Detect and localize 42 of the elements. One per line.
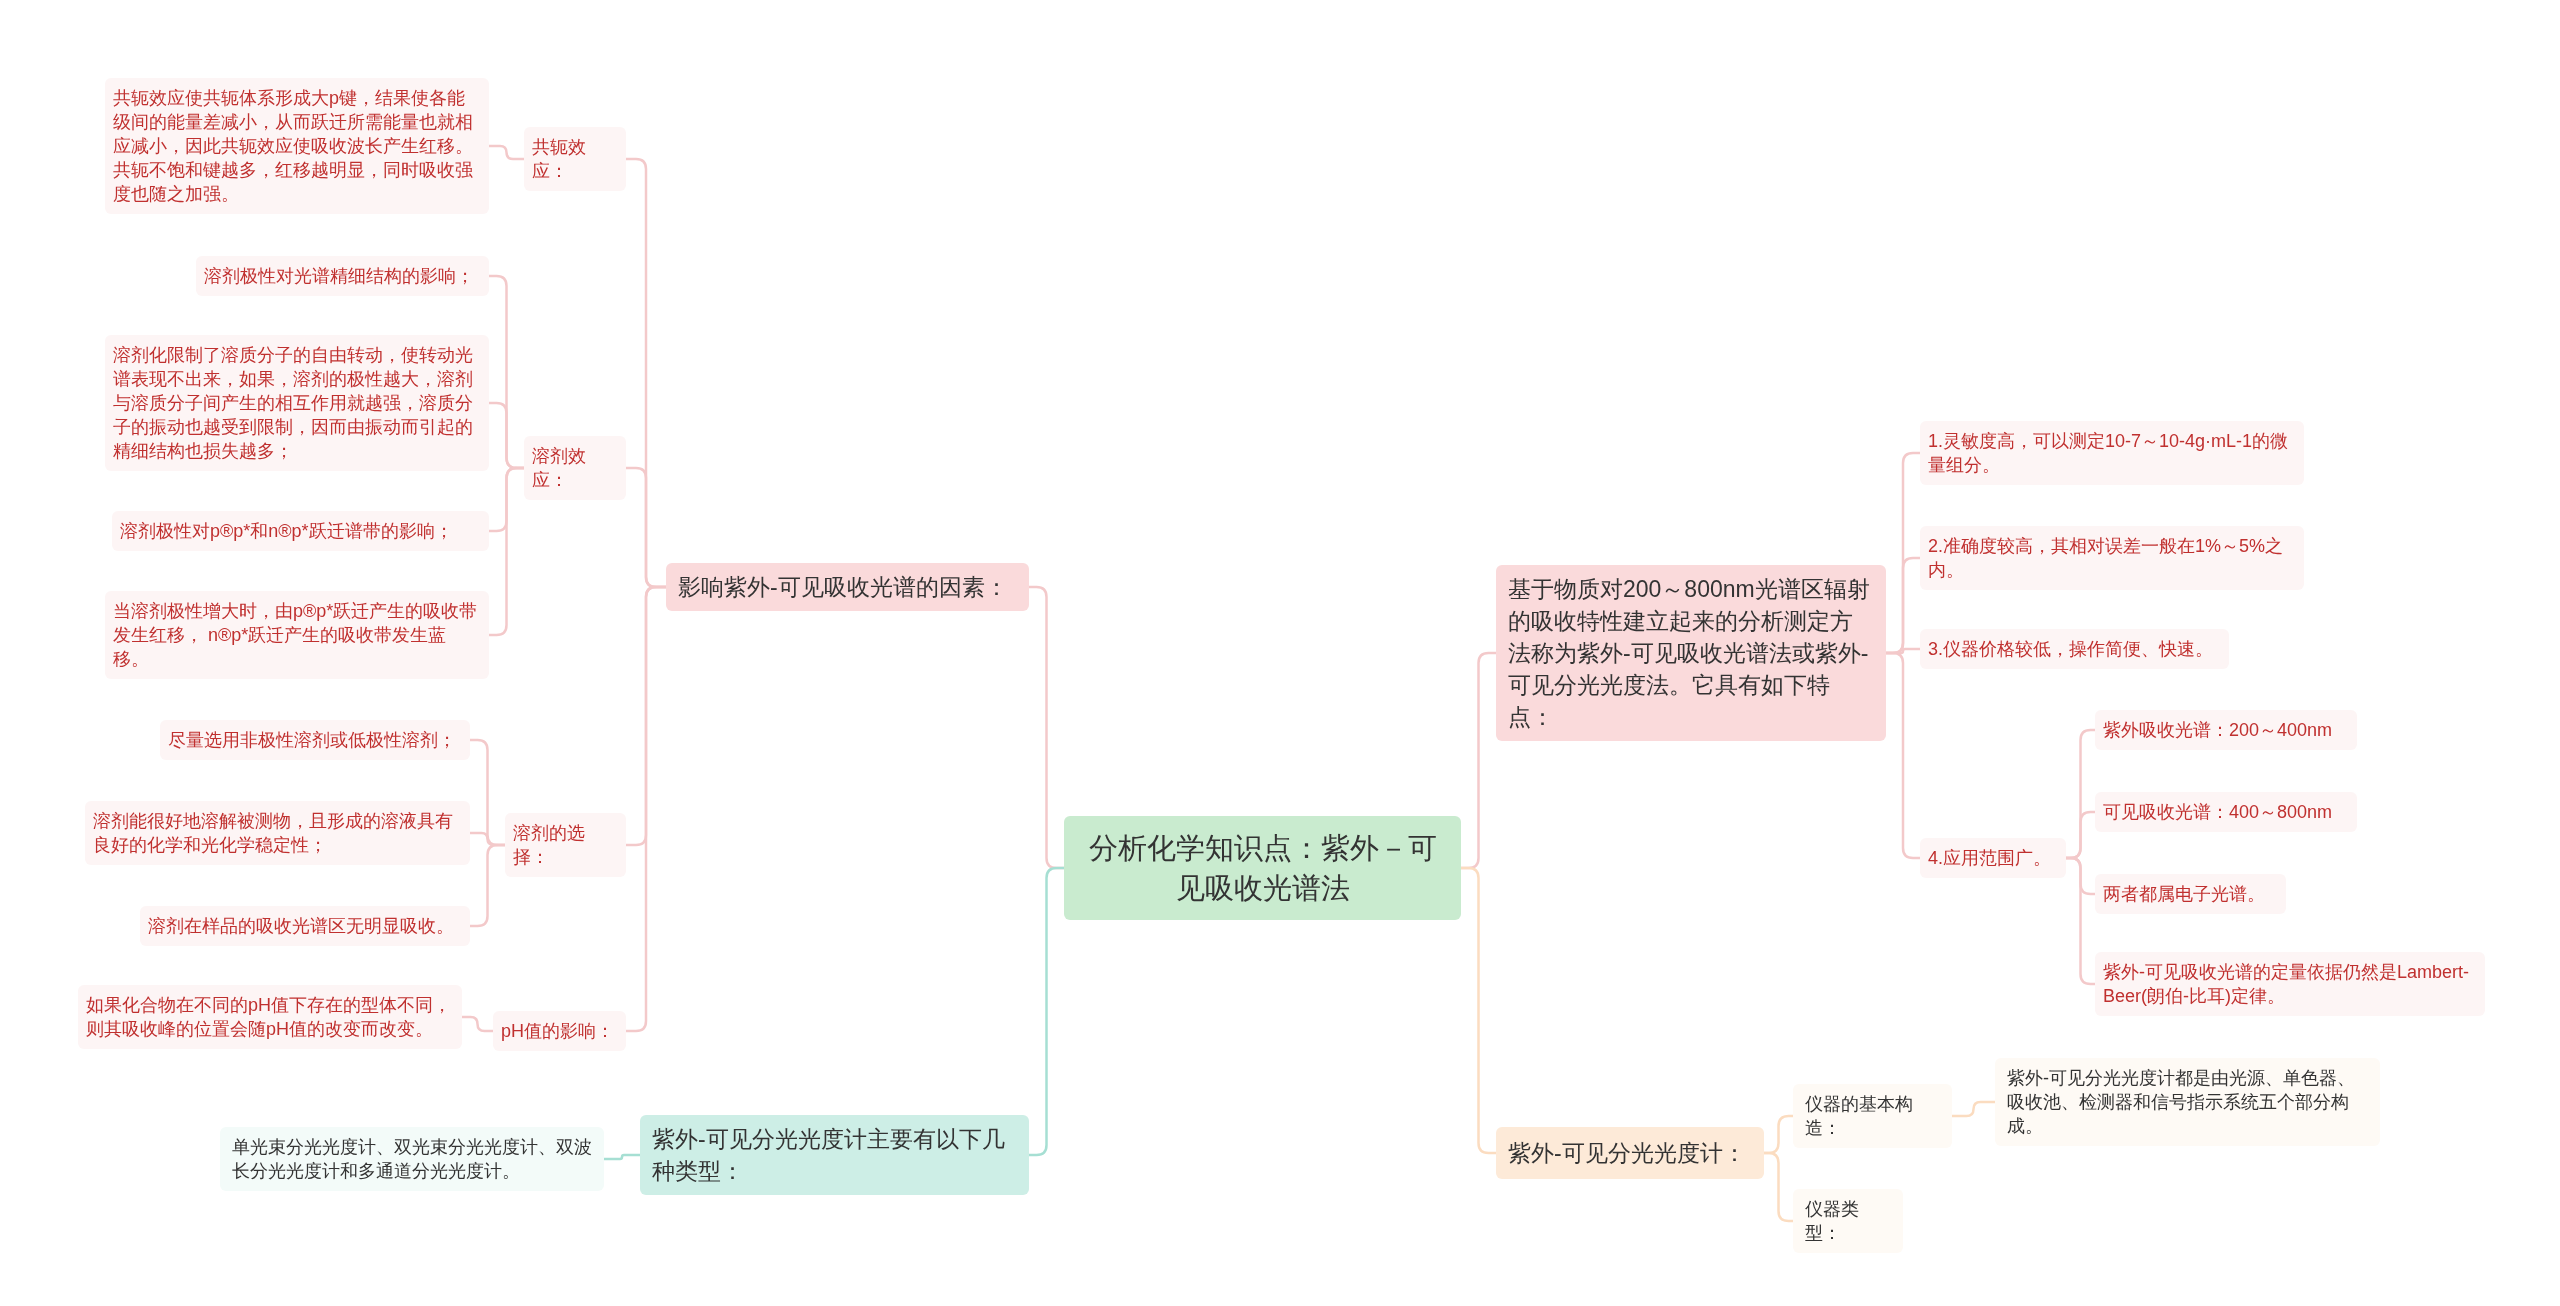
connector-line — [626, 585, 666, 1033]
note-card: 4.应用范围广。 — [1920, 838, 2066, 878]
note-card: 溶剂极性对p®p*和n®p*跃迁谱带的影响； — [112, 511, 489, 551]
note-card: 仪器的基本构造： — [1793, 1084, 1952, 1148]
note-card: 紫外-可见吸收光谱的定量依据仍然是Lambert-Beer(朗伯-比耳)定律。 — [2095, 952, 2485, 1016]
note-card: 当溶剂极性增大时，由p®p*跃迁产生的吸收带发生红移， n®p*跃迁产生的吸收带发生蓝移。 — [105, 591, 489, 679]
connector-line — [2066, 856, 2095, 986]
connector-line — [1764, 1151, 1793, 1223]
note-card: 两者都属电子光谱。 — [2095, 874, 2286, 914]
note-card: 3.仪器价格较低，操作简便、快速。 — [1920, 629, 2229, 669]
central-topic-card: 分析化学知识点：紫外－可见吸收光谱法 — [1064, 816, 1461, 920]
connector-line — [1461, 866, 1496, 1155]
note-card: 溶剂能很好地溶解被测物，且形成的溶液具有良好的化学和光化学稳定性； — [85, 801, 470, 865]
topic-card: 紫外-可见分光光度计主要有以下几种类型： — [640, 1115, 1029, 1195]
note-card: 溶剂在样品的吸收光谱区无明显吸收。 — [140, 906, 470, 946]
note-card: 尽量选用非极性溶剂或低极性溶剂； — [160, 720, 470, 760]
connector-line — [489, 144, 524, 161]
note-card: 紫外吸收光谱：200～400nm — [2095, 710, 2357, 750]
note-card: 如果化合物在不同的pH值下存在的型体不同，则其吸收峰的位置会随pH值的改变而改变。 — [78, 985, 462, 1049]
connector-line — [470, 843, 505, 928]
topic-card: 基于物质对200～800nm光谱区辐射的吸收特性建立起来的分析测定方法称为紫外-可见吸收光谱法或紫外-可见分光光度法。它具有如下特点： — [1496, 565, 1886, 741]
connector-line — [1886, 651, 1920, 860]
note-card: pH值的影响： — [493, 1011, 626, 1051]
connector-line — [1029, 866, 1064, 1157]
note-card: 共轭效应： — [524, 127, 626, 191]
connector-line — [489, 466, 524, 637]
note-card: 2.准确度较高，其相对误差一般在1%～5%之内。 — [1920, 526, 2304, 590]
note-card: 溶剂化限制了溶质分子的自由转动，使转动光谱表现不出来，如果，溶剂的极性越大，溶剂与溶质分子间产生的相互作用就越强，溶质分子的振动也越受到限制，因而由振动而引起的精细结构也损失越多； — [105, 335, 489, 471]
note-card: 仪器类型： — [1793, 1189, 1903, 1253]
note-card: 溶剂极性对光谱精细结构的影响； — [196, 256, 489, 296]
note-card: 1.灵敏度高，可以测定10-7～10-4g·mL-1的微量组分。 — [1920, 421, 2304, 485]
connector-line — [604, 1153, 640, 1161]
topic-card: 影响紫外-可见吸收光谱的因素： — [666, 563, 1029, 611]
note-card: 可见吸收光谱：400～800nm — [2095, 792, 2357, 832]
connector-line — [1952, 1100, 1995, 1118]
connector-line — [462, 1015, 493, 1033]
note-card: 共轭效应使共轭体系形成大p键，结果使各能级间的能量差减小，从而跃迁所需能量也就相应减小，因此共轭效应使吸收波长产生红移。共轭不饱和键越多，红移越明显，同时吸收强度也随之加强。 — [105, 78, 489, 214]
note-card: 溶剂效应： — [524, 436, 626, 500]
note-card: 单光束分光光度计、双光束分光光度计、双波长分光光度计和多通道分光光度计。 — [220, 1127, 604, 1191]
topic-card: 紫外-可见分光光度计： — [1496, 1127, 1764, 1179]
note-card: 紫外-可见分光光度计都是由光源、单色器、吸收池、检测器和信号指示系统五个部分构成。 — [1995, 1058, 2380, 1146]
note-card: 溶剂的选择： — [505, 813, 626, 877]
